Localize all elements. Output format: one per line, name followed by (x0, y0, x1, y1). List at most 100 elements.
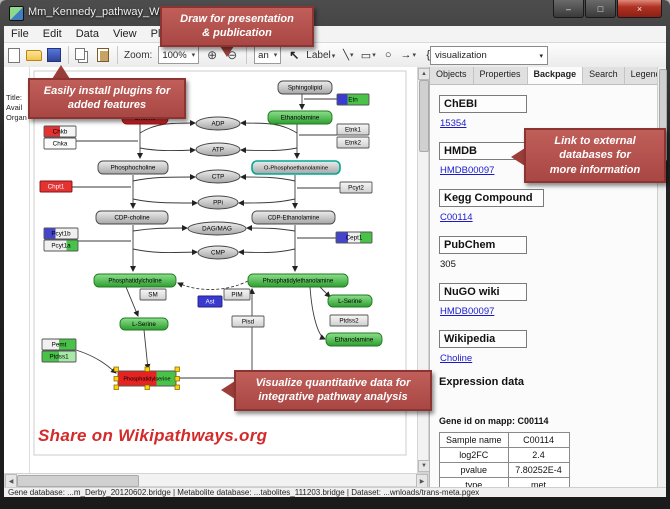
pathway-node-ptdss2[interactable] (329, 314, 369, 327)
open-folder-icon[interactable] (24, 45, 44, 65)
menu-file[interactable]: File (11, 28, 29, 40)
menu-data[interactable]: Data (75, 28, 99, 40)
menu-view[interactable]: View (112, 28, 137, 40)
pathway-edge[interactable] (132, 174, 196, 182)
pathway-node-l-serine[interactable] (327, 294, 373, 308)
line-tool-icon[interactable] (338, 45, 358, 65)
pathway-node-adp[interactable] (195, 116, 241, 131)
external-db-link[interactable]: HMDB00097 (440, 306, 495, 317)
pathway-edge[interactable] (139, 120, 196, 134)
pathway-edge[interactable] (240, 120, 298, 134)
rect-tool-icon[interactable] (358, 45, 378, 65)
pathway-node-phosphatidylcholine[interactable] (93, 273, 177, 288)
pathway-edge[interactable] (238, 198, 296, 206)
pathway-node-pcyt1a[interactable] (43, 239, 79, 252)
pathway-node-phosphatidylethanolamine[interactable] (247, 273, 349, 288)
pathway-node-ppi[interactable] (197, 195, 239, 210)
save-icon[interactable] (44, 45, 64, 65)
pathway-node-ptdss1[interactable] (41, 350, 77, 363)
pathway-node-cdp-ethanolamine[interactable] (251, 210, 336, 225)
pathway-edge[interactable] (75, 349, 117, 374)
pathway-edge[interactable] (125, 286, 139, 317)
selection-handle[interactable] (144, 366, 150, 372)
pathway-node-cept1[interactable] (335, 231, 373, 244)
tab-properties[interactable]: Properties (473, 67, 528, 84)
selection-handle[interactable] (174, 384, 180, 390)
new-file-icon[interactable] (4, 45, 24, 65)
scroll-up-icon[interactable]: ▲ (418, 68, 430, 80)
pathway-node-pim[interactable] (223, 288, 251, 301)
tab-legend[interactable]: Legend (624, 67, 657, 84)
canvas-vertical-scrollbar[interactable]: ▲ ▼ (417, 67, 430, 473)
zoom-combo[interactable]: 100%▾ (158, 46, 200, 64)
scroll-right-icon[interactable]: ▶ (416, 474, 428, 488)
tab-backpage[interactable]: Backpage (527, 67, 584, 84)
pathway-node-ethanolamine[interactable] (267, 110, 333, 125)
pathway-node-etnk2[interactable] (336, 136, 370, 149)
external-db-link[interactable]: Choline (440, 353, 473, 364)
pathway-node-pemt[interactable] (41, 338, 77, 351)
pathway-node-pisd[interactable] (231, 315, 265, 328)
pathway-node-sm[interactable] (139, 288, 167, 301)
selection-handle[interactable] (113, 376, 119, 382)
pathway-node-o-phosphoethanolamine[interactable] (251, 160, 341, 175)
selection-handle[interactable] (174, 376, 180, 382)
pathway-node-dag-mag[interactable] (187, 221, 247, 236)
paste-icon[interactable] (93, 45, 113, 65)
close-button[interactable]: × (617, 0, 662, 18)
selection-handle[interactable] (144, 384, 150, 390)
ellipse-tool-icon[interactable] (378, 45, 398, 65)
pathway-node-phosphatidylserine[interactable] (117, 370, 177, 387)
pathway-node-ast[interactable] (197, 295, 223, 308)
pathway-edge[interactable] (177, 280, 249, 290)
pathway-node-chpt1[interactable] (39, 180, 73, 193)
copy-icon[interactable] (73, 45, 93, 65)
pathway-node-chka[interactable] (43, 137, 77, 150)
pathway-node-pcyt1b[interactable] (43, 227, 79, 240)
pathway-edge[interactable] (309, 286, 326, 340)
pathway-edge[interactable] (132, 248, 198, 256)
visualization-dropdown[interactable]: visualization ▾ (430, 46, 548, 65)
title-bar[interactable]: Mm_Kennedy_pathway_WP1771_45176.gpml –□× (0, 0, 670, 26)
pathway-edge[interactable] (143, 329, 151, 370)
external-db-link[interactable]: 15354 (440, 118, 467, 129)
pathway-edge[interactable] (246, 225, 296, 232)
pathway-node-sphingolipid[interactable] (277, 80, 333, 95)
pathway-node-pcyt2[interactable] (339, 181, 373, 194)
pointer-icon[interactable] (284, 45, 304, 65)
pathway-edge[interactable] (132, 198, 198, 206)
pathway-edge[interactable] (139, 147, 196, 154)
pathway-node-atp[interactable] (195, 142, 241, 157)
pathway-node-etnk1[interactable] (336, 123, 370, 136)
minimize-button[interactable]: – (553, 0, 584, 18)
vscroll-thumb[interactable] (419, 80, 429, 152)
hscroll-thumb[interactable] (17, 475, 139, 487)
tab-objects[interactable]: Objects (430, 67, 474, 84)
pathway-node-ethanolamine[interactable] (325, 332, 383, 347)
pathway-edge[interactable] (240, 147, 298, 154)
selection-handle[interactable] (113, 366, 119, 372)
pathway-node-phosphocholine[interactable] (97, 160, 169, 175)
maximize-button[interactable]: □ (585, 0, 616, 18)
menu-edit[interactable]: Edit (42, 28, 62, 40)
label-tool[interactable]: Label (306, 50, 335, 61)
pathway-node-chkb[interactable] (43, 125, 77, 138)
font-combo[interactable]: an▾ (254, 46, 282, 64)
selection-handle[interactable] (174, 366, 180, 372)
tab-search[interactable]: Search (583, 67, 625, 84)
external-db-link[interactable]: C00114 (440, 212, 473, 223)
selection-handle[interactable] (113, 384, 119, 390)
pathway-edge[interactable] (240, 174, 296, 182)
scroll-left-icon[interactable]: ◀ (5, 474, 17, 488)
external-db-link[interactable]: HMDB00097 (440, 165, 495, 176)
canvas-horizontal-scrollbar[interactable]: ◀ ▶ (4, 473, 429, 488)
arrow-tool-icon[interactable] (398, 45, 418, 65)
pathway-node-ctp[interactable] (195, 169, 241, 184)
pathway-node-cmp[interactable] (197, 245, 239, 260)
pathway-node-etn[interactable] (336, 93, 370, 106)
pathway-node-l-serine[interactable] (119, 317, 169, 331)
pathway-node-cdp-choline[interactable] (95, 210, 169, 225)
pathway-edge[interactable] (132, 225, 188, 232)
pathway-edge[interactable] (319, 286, 331, 298)
